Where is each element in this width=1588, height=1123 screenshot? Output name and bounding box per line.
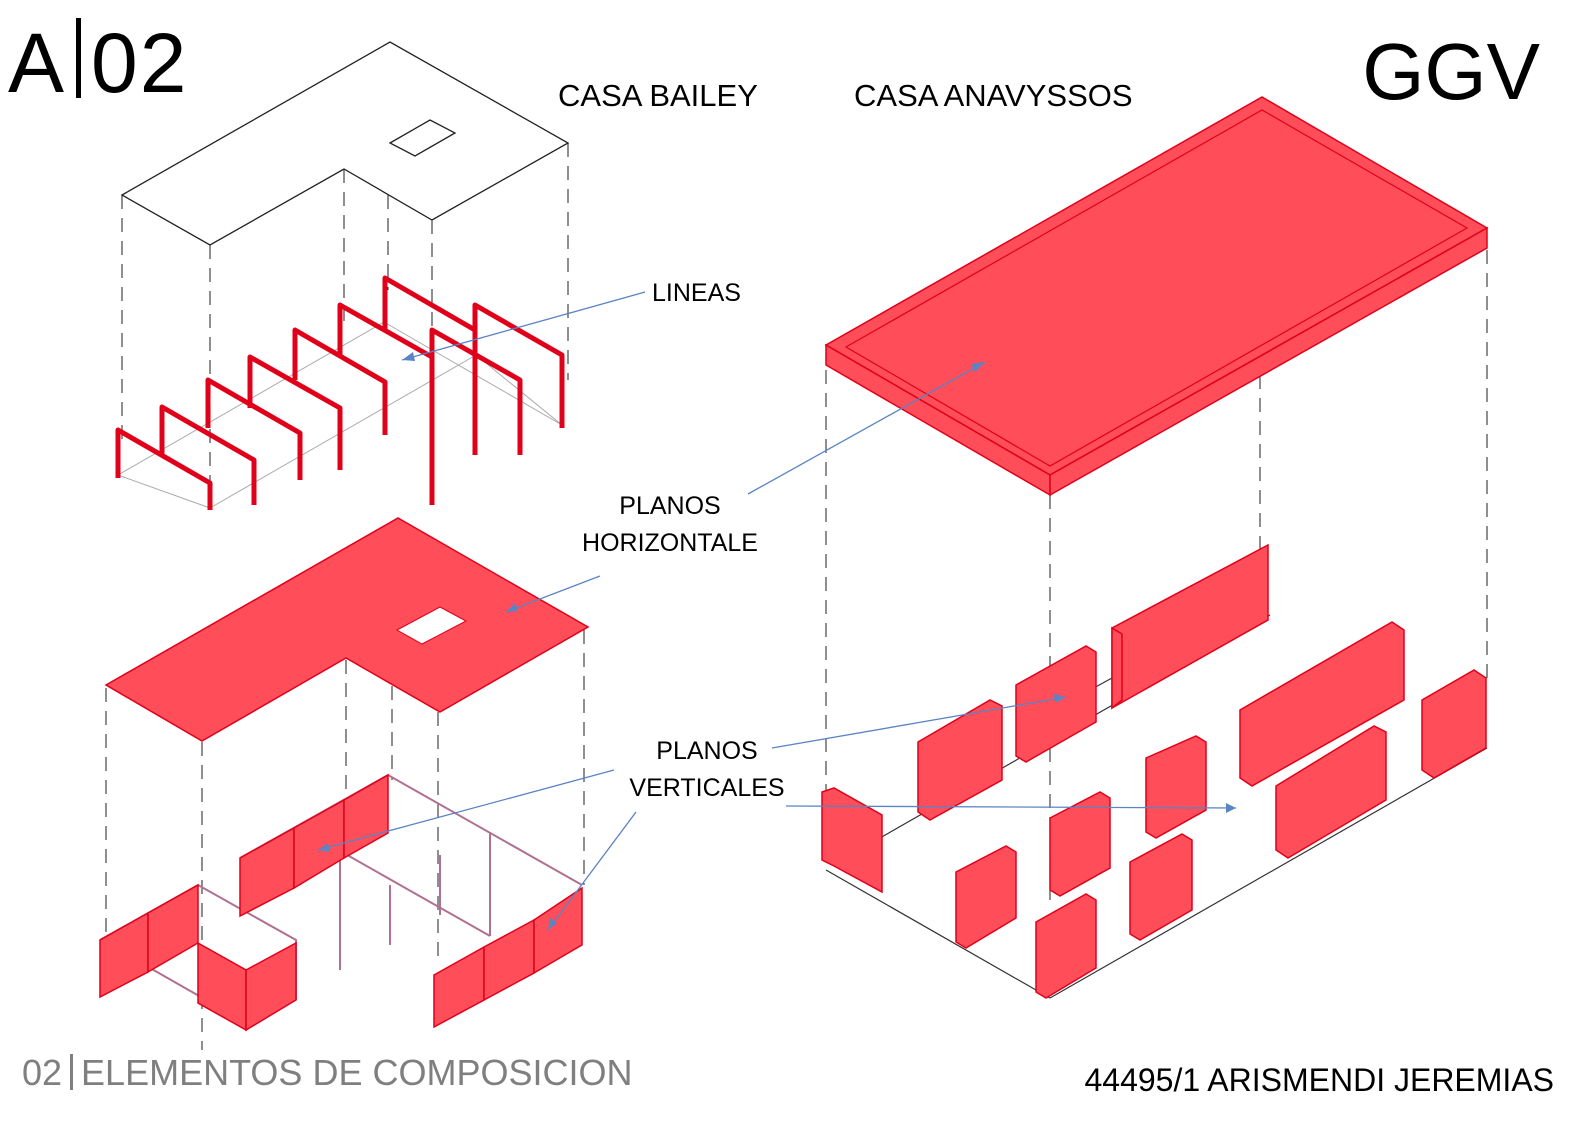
title-casa-bailey: CASA BAILEY <box>558 78 758 113</box>
bailey-walls <box>99 773 583 1032</box>
label-planos-verticales-line1: PLANOS <box>656 737 758 765</box>
footer-section-number: 02 <box>22 1052 63 1093</box>
footer-section-text: ELEMENTOS DE COMPOSICION <box>81 1052 633 1093</box>
label-planos-horizontales-line2: HORIZONTALE <box>582 529 758 557</box>
annotation-arrows <box>317 291 1237 931</box>
group-code: GGV <box>1362 27 1540 116</box>
sheet-code-letter: A <box>8 16 67 110</box>
bailey-roof-outline <box>120 41 570 246</box>
anavyssos-roof-plane <box>824 96 1489 497</box>
anavyssos-walls <box>821 543 1487 999</box>
annotation-arrowheads <box>318 352 1236 930</box>
bailey-frames <box>115 275 565 510</box>
footer-divider <box>70 1054 74 1090</box>
label-lineas: LINEAS <box>652 279 741 307</box>
title-casa-anavyssos: CASA ANAVYSSOS <box>854 78 1133 113</box>
footer-author: 44495/1 ARISMENDI JEREMIAS <box>1084 1062 1554 1098</box>
anavyssos-projection-lines <box>825 250 1488 900</box>
bailey-floor-plane <box>104 517 590 742</box>
label-planos-verticales-line2: VERTICALES <box>629 774 785 802</box>
sheet-code-number: 02 <box>91 16 189 110</box>
footer-section-title: 02 ELEMENTOS DE COMPOSICION <box>22 1052 632 1094</box>
label-planos-horizontales-line1: PLANOS <box>619 492 721 520</box>
label-planos-horizontales: PLANOS HORIZONTALE <box>575 488 765 562</box>
label-planos-verticales: PLANOS VERTICALES <box>622 733 792 807</box>
sheet-code-divider <box>76 18 82 98</box>
bailey-projection-lines <box>105 143 585 1050</box>
